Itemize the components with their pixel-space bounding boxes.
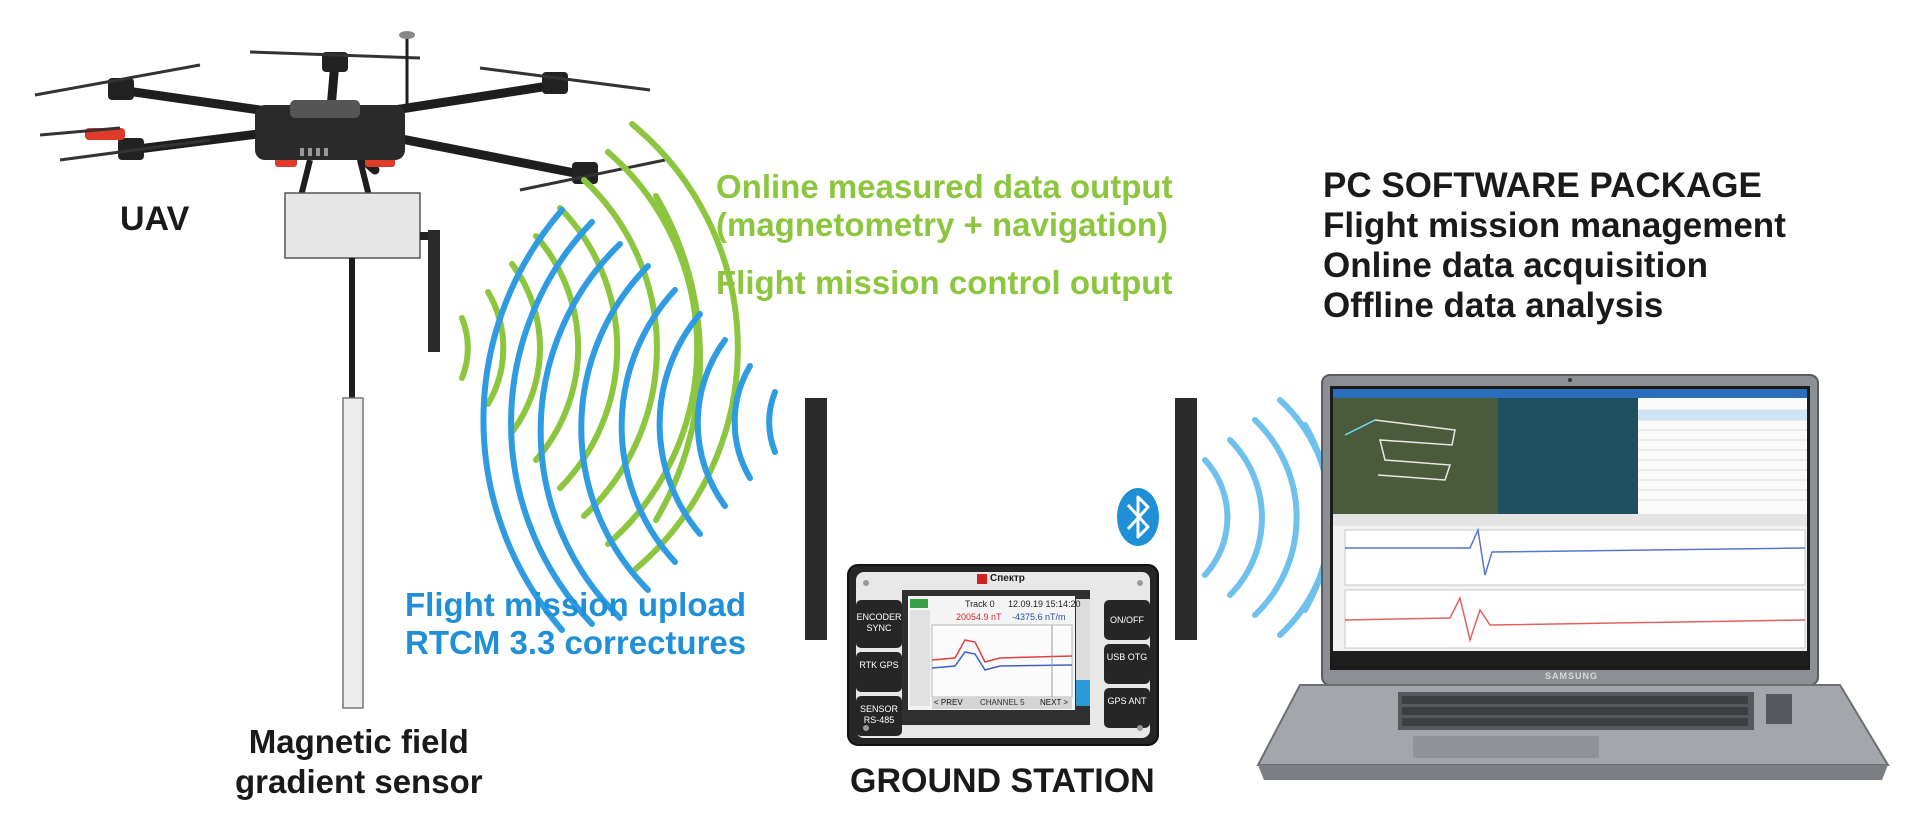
gs-button-on-off[interactable]: ON/OFF [1110,615,1144,625]
uav-drone [34,31,666,398]
gs-screen-datetime: 12.09.19 15:14:20 [1008,599,1081,609]
gradient-sensor [342,397,364,709]
mission-control-label: Flight mission control output [716,264,1173,301]
downlink-labels: Flight mission upload RTCM 3.3 correctur… [405,586,746,662]
mission-upload-line-1: Flight mission upload [405,586,746,623]
gs-screen-gradient-value: -4375.6 nT/m [1012,612,1066,622]
mission-upload-line-2: RTCM 3.3 correctures [405,624,747,661]
gs-button-usb-otg[interactable]: USB OTG [1106,652,1148,662]
pc-package-item-3: Offline data analysis [1323,286,1664,325]
gs-screen-channel: CHANNEL 5 [980,698,1025,707]
pc-package-item-1: Flight mission management [1323,206,1786,245]
pc-package-title: PC SOFTWARE PACKAGE [1323,166,1762,205]
gs-button-sensor-rs485[interactable]: SENSOR RS-485 [859,704,898,725]
sensor-label-line-1: Magnetic field [248,723,469,760]
ground-station-label: GROUND STATION [850,762,1155,800]
gs-button-gps-ant[interactable]: GPS ANT [1107,696,1147,706]
sensor-label-line-2: gradient sensor [235,763,483,800]
online-output-line-2: (magnetometry + navigation) [716,206,1168,243]
gs-screen-prev-button[interactable]: < PREV [934,698,963,707]
green-signal-waves [459,121,741,575]
uplink-output-labels: Online measured data output (magnetometr… [716,168,1173,302]
sensor-label: Magnetic field gradient sensor [235,722,483,802]
blue-signal-waves [480,207,778,633]
gs-screen-track: Track 0 [965,599,995,609]
laptop-brand: SAMSUNG [1545,671,1599,681]
gs-button-rtk-gps[interactable]: RTK GPS [859,660,899,670]
pc-package-item-2: Online data acquisition [1323,246,1709,285]
uav-label: UAV [120,200,190,238]
pc-software-labels: PC SOFTWARE PACKAGE Flight mission manag… [1323,166,1786,326]
gs-brand: Спектр [990,573,1025,584]
gs-button-encoder-sync[interactable]: ENCODER SYNC [856,612,902,633]
ground-station-device [805,398,1197,746]
gs-screen-field-value: 20054.9 nT [956,612,1002,622]
gs-screen-next-button[interactable]: NEXT > [1040,698,1069,707]
bluetooth-waves [1177,397,1335,638]
online-output-line-1: Online measured data output [716,168,1173,205]
bluetooth-icon [1117,488,1159,546]
laptop-screen-app [1333,389,1807,665]
